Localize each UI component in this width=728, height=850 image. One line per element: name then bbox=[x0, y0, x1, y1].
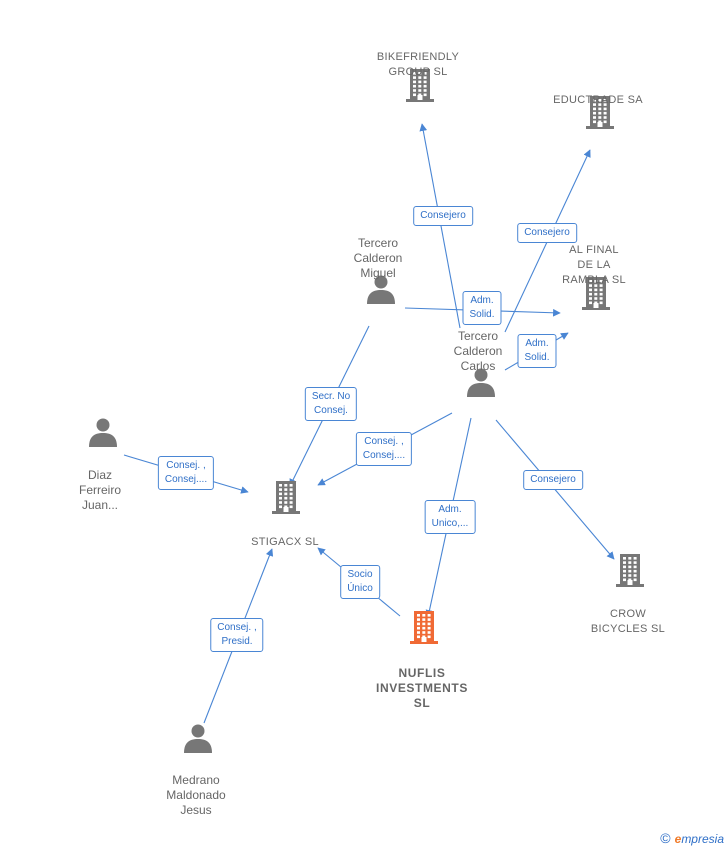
node-icon-stigacx[interactable] bbox=[271, 480, 301, 519]
edge-label-line: Presid. bbox=[221, 636, 253, 647]
building-icon bbox=[586, 96, 614, 129]
person-icon bbox=[467, 368, 495, 397]
person-icon bbox=[367, 275, 395, 304]
edge-label-line: Consej. , bbox=[364, 436, 404, 447]
node-icon-medrano[interactable] bbox=[183, 723, 213, 758]
edge-label-e2[interactable]: Consejero bbox=[517, 223, 577, 243]
edge-label-line: Consej. , bbox=[217, 622, 257, 633]
node-label-stigacx[interactable]: STIGACX SL bbox=[251, 535, 319, 550]
node-label-line: Calderon bbox=[453, 344, 503, 358]
node-label-line: Tercero bbox=[457, 329, 499, 343]
edge-label-e8[interactable]: Adm. Unico,... bbox=[424, 500, 476, 534]
edge-label-e4[interactable]: Adm. Solid. bbox=[517, 334, 557, 368]
edge-label-line: Adm. bbox=[525, 338, 549, 349]
node-icon-alfinal[interactable] bbox=[581, 276, 611, 315]
node-label-crow[interactable]: CROW BICYCLES SL bbox=[591, 607, 665, 637]
edge-label-line: Socio bbox=[347, 569, 373, 580]
person-icon bbox=[184, 724, 212, 753]
node-icon-carlos[interactable] bbox=[466, 367, 496, 402]
edge-label-line: Adm. bbox=[470, 295, 494, 306]
node-label-line: EDUCTRADE SA bbox=[553, 94, 643, 106]
building-icon bbox=[616, 554, 644, 587]
node-label-line: SL bbox=[413, 696, 431, 710]
edge-label-line: Consejero bbox=[524, 227, 570, 238]
node-label-line: Juan... bbox=[81, 498, 119, 512]
node-label-line: Ferreiro bbox=[78, 483, 122, 497]
edge-label-e1[interactable]: Consejero bbox=[413, 206, 473, 226]
node-icon-eductrade[interactable] bbox=[585, 95, 615, 134]
brand-initial: e bbox=[674, 832, 682, 846]
edge-label-line: Secr. No bbox=[311, 391, 351, 402]
node-label-line: Tercero bbox=[357, 236, 399, 250]
node-label-eductrade[interactable]: EDUCTRADE SA bbox=[553, 93, 643, 108]
node-label-line: AL FINAL bbox=[569, 244, 619, 256]
node-label-line: INVESTMENTS bbox=[376, 681, 468, 695]
node-label-line: Calderon bbox=[353, 251, 403, 265]
edge-label-e3[interactable]: Adm. Solid. bbox=[462, 291, 502, 325]
node-icon-nuflis[interactable] bbox=[409, 610, 439, 649]
node-label-bikefriendly[interactable]: BIKEFRIENDLY GROUP SL bbox=[377, 50, 459, 80]
node-icon-bikefriendly[interactable] bbox=[405, 68, 435, 107]
node-label-line: CROW bbox=[609, 608, 647, 620]
brand-name: mpresia bbox=[681, 832, 724, 846]
edge-label-line: Solid. bbox=[524, 352, 550, 363]
edge-label-line: Único bbox=[347, 583, 373, 594]
node-label-line: Carlos bbox=[460, 359, 496, 373]
edge-label-line: Consej.... bbox=[164, 474, 208, 485]
edge-label-line: Consejero bbox=[530, 474, 576, 485]
edge-label-line: Solid. bbox=[469, 309, 495, 320]
node-label-line: BICYCLES SL bbox=[590, 623, 666, 635]
edge-label-e5[interactable]: Secr. No Consej. bbox=[304, 387, 358, 421]
person-icon bbox=[89, 418, 117, 447]
node-label-line: STIGACX SL bbox=[251, 536, 319, 548]
node-label-line: Jesus bbox=[180, 803, 212, 817]
building-icon bbox=[582, 277, 610, 310]
edge-label-line: Consej.... bbox=[362, 450, 406, 461]
node-label-line: Medrano bbox=[172, 773, 220, 787]
edge-label-line: Adm. bbox=[438, 504, 462, 515]
node-label-line: GROUP SL bbox=[388, 66, 448, 78]
edge-label-line: Unico,... bbox=[431, 518, 469, 529]
node-icon-diaz[interactable] bbox=[88, 417, 118, 452]
edge-label-e9[interactable]: Consejero bbox=[523, 470, 583, 490]
node-label-line: RAMBLA SL bbox=[562, 274, 626, 286]
building-icon bbox=[410, 611, 438, 644]
copyright-symbol: © bbox=[660, 830, 671, 846]
node-label-line: Maldonado bbox=[166, 788, 226, 802]
building-icon bbox=[406, 69, 434, 102]
edge-label-e11[interactable]: Consej. , Presid. bbox=[210, 618, 264, 652]
edge-label-line: Consej. , bbox=[166, 460, 206, 471]
edge-label-line: Consejero bbox=[420, 210, 466, 221]
node-icon-crow[interactable] bbox=[615, 553, 645, 592]
node-label-line: Miguel bbox=[360, 266, 396, 280]
edge-label-e7[interactable]: Consej. , Consej.... bbox=[157, 456, 215, 490]
edge-label-line: Consej. bbox=[314, 405, 348, 416]
node-label-line: Diaz bbox=[87, 468, 113, 482]
brand-footer[interactable]: ©empresia bbox=[660, 830, 724, 846]
edge-carlos-bikefriendly bbox=[419, 123, 461, 329]
building-icon bbox=[272, 481, 300, 514]
node-label-line: DE LA bbox=[577, 259, 611, 271]
node-label-alfinal[interactable]: AL FINAL DE LA RAMBLA SL bbox=[562, 243, 626, 288]
node-label-line: BIKEFRIENDLY bbox=[376, 51, 460, 63]
edge-label-e6[interactable]: Consej. , Consej.... bbox=[355, 432, 413, 466]
node-label-line: NUFLIS bbox=[398, 666, 446, 680]
node-icon-miguel[interactable] bbox=[366, 274, 396, 309]
